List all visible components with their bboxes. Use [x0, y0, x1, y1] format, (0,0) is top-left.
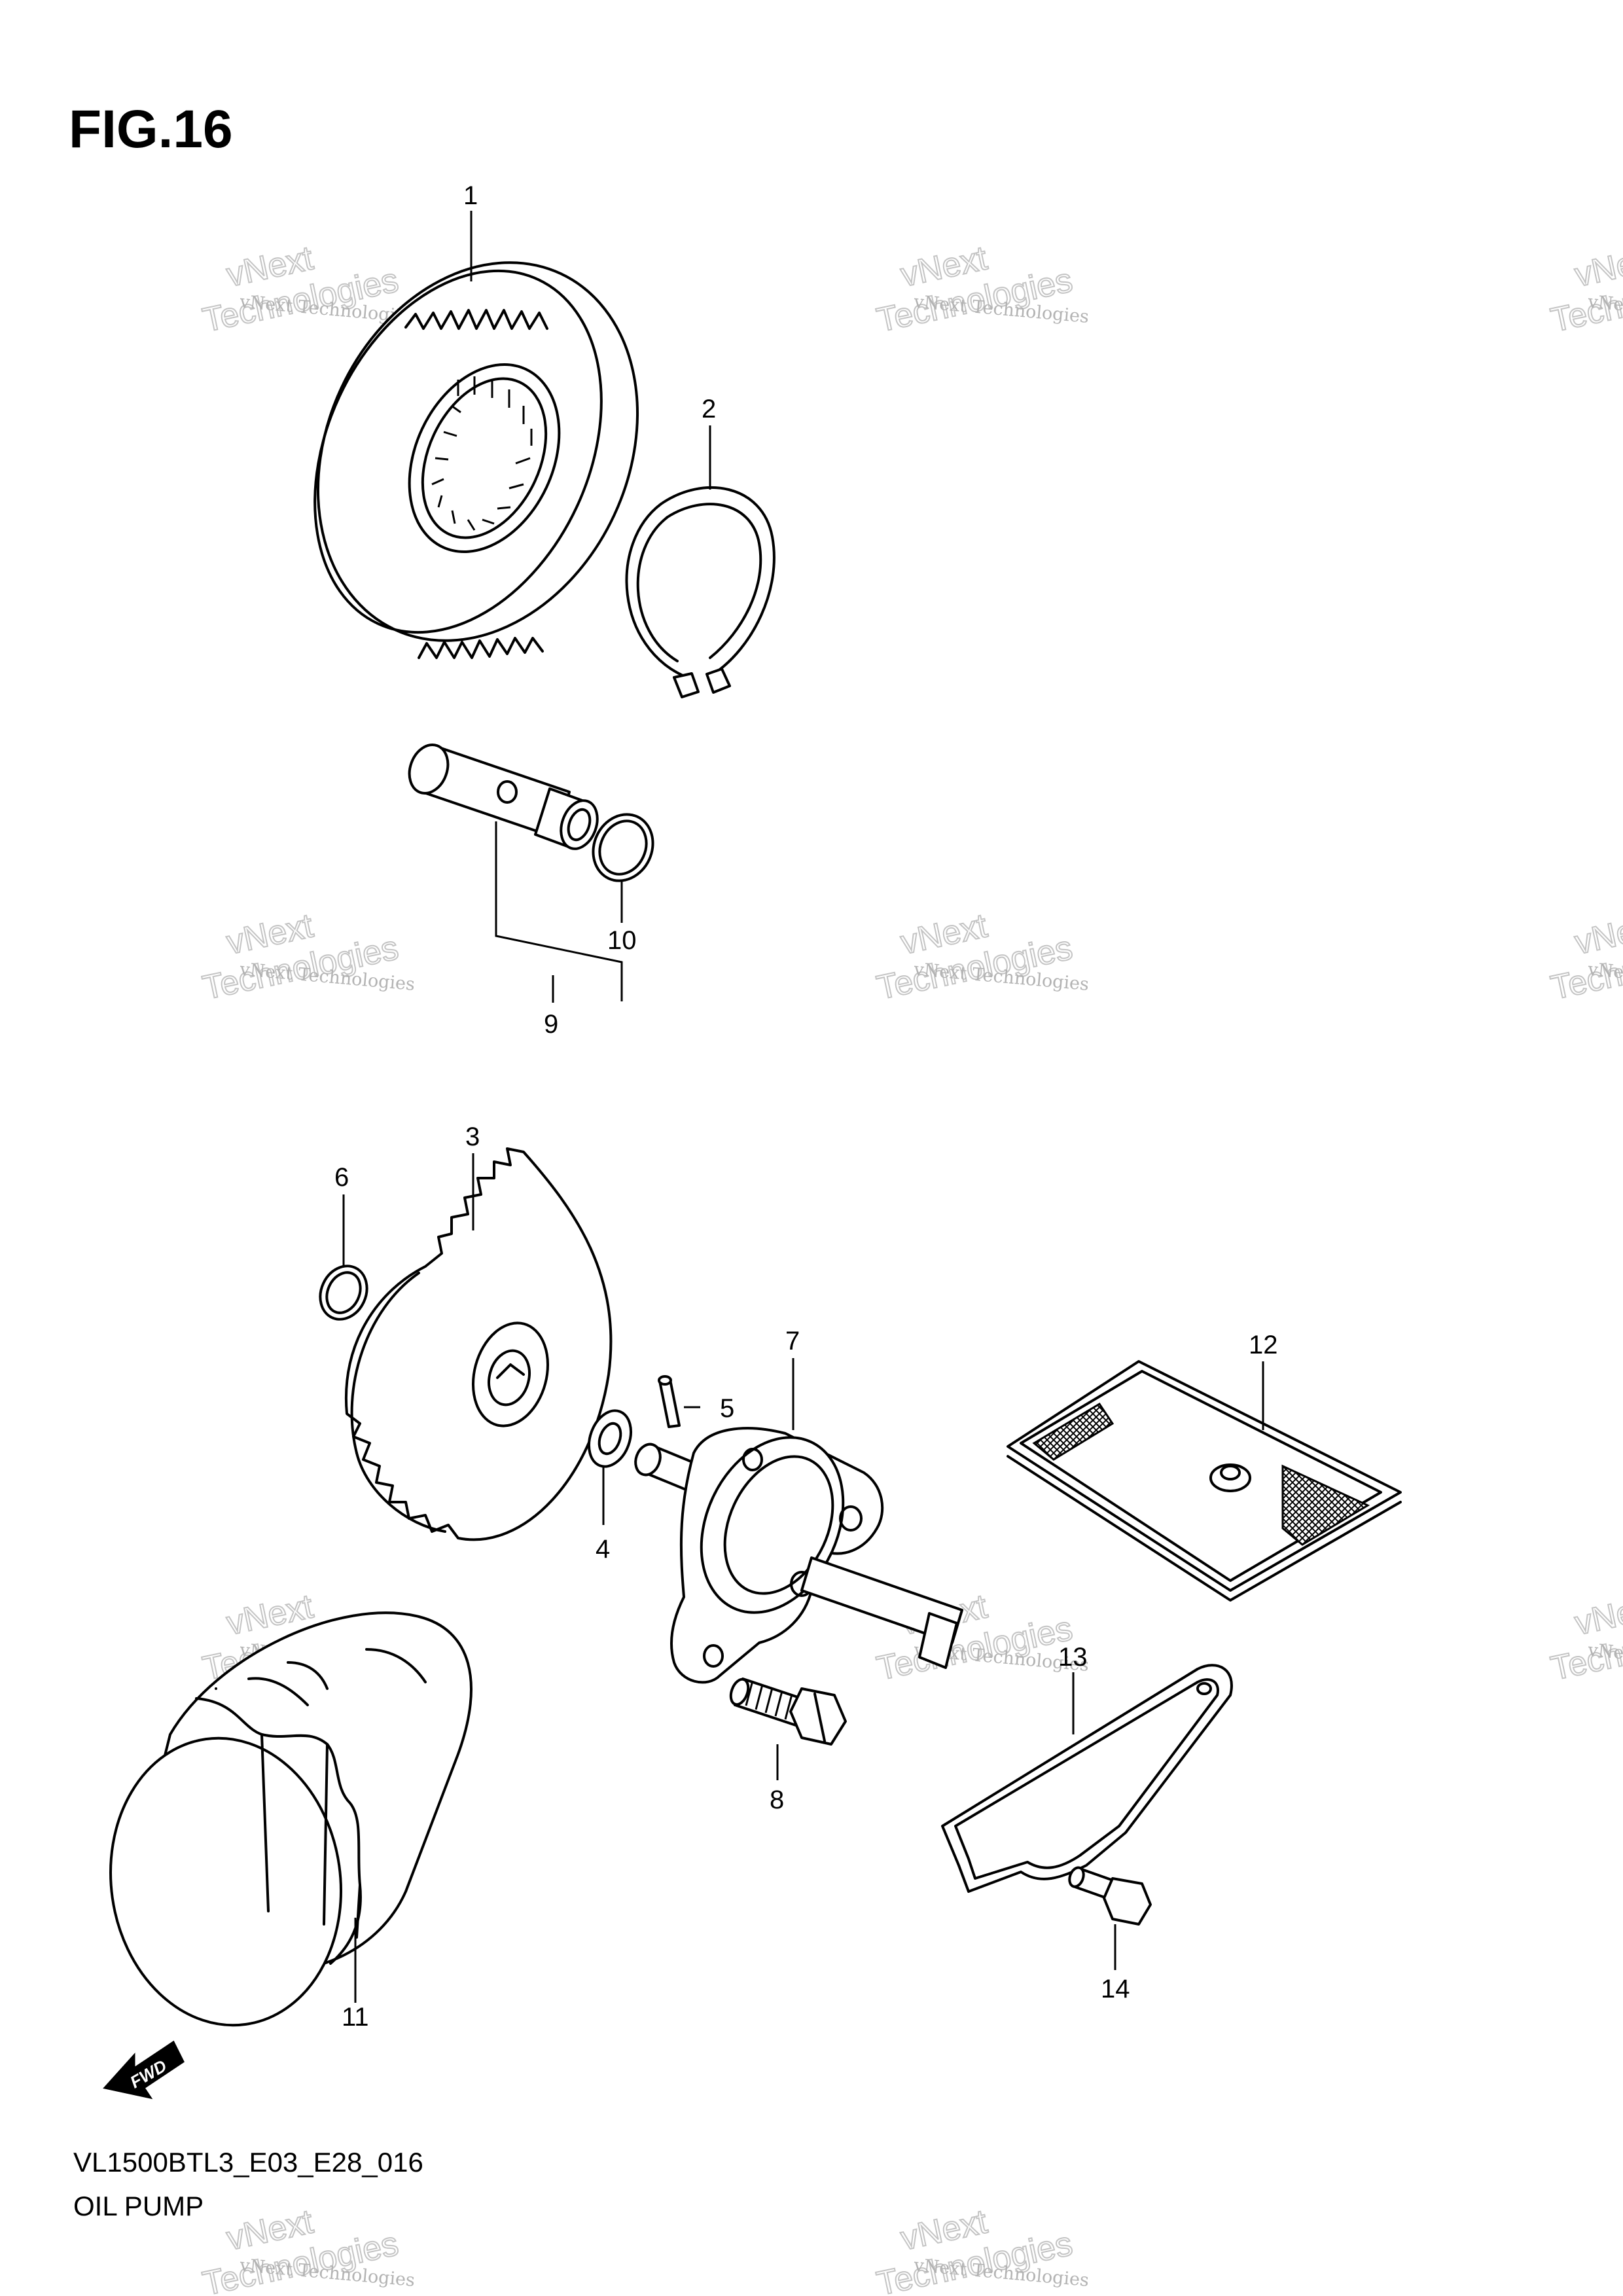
- part-12-strainer: [1007, 1360, 1402, 1602]
- callout-3: 3: [465, 1122, 480, 1151]
- fwd-arrow-icon: FWD: [103, 2040, 185, 2100]
- callouts: 1 2 3 4 5 6 7 8 9 10 11 12 13 14: [334, 181, 1278, 2032]
- callout-14: 14: [1101, 1975, 1130, 2003]
- part-3-gear: [344, 1147, 613, 1541]
- watermark-big-line-1: vNext: [1571, 906, 1623, 961]
- model-code: VL1500BTL3_E03_E28_016: [73, 2147, 423, 2178]
- callout-13: 13: [1058, 1643, 1088, 1672]
- callout-6: 6: [334, 1163, 349, 1192]
- callout-11: 11: [342, 2003, 369, 2032]
- part-13-gasket: [941, 1664, 1233, 1893]
- callout-4: 4: [596, 1535, 610, 1564]
- part-6-circlip: [319, 1265, 368, 1321]
- callout-10: 10: [607, 926, 637, 955]
- watermark-big-line-1: vNext: [1571, 239, 1623, 294]
- callout-8: 8: [770, 1785, 784, 1814]
- callout-9: 9: [544, 1010, 558, 1039]
- part-2-circlip: [625, 486, 776, 698]
- part-8-bolt: [729, 1677, 847, 1746]
- part-1-gear: [313, 261, 639, 659]
- leader-lines: [342, 211, 1264, 2003]
- part-11-oil-filter: [109, 1611, 473, 2027]
- callout-7: 7: [785, 1327, 800, 1355]
- part-7-oil-pump: [634, 1427, 963, 1684]
- part-9-shaft: [408, 744, 599, 850]
- watermark-big-line-1: vNext: [1571, 1587, 1623, 1642]
- figure-title: FIG.16: [69, 99, 233, 159]
- part-14-bolt: [1068, 1866, 1152, 1926]
- callout-2: 2: [702, 395, 716, 423]
- part-5-pin: [658, 1375, 681, 1428]
- part-10-o-ring: [592, 813, 654, 882]
- part-4-washer: [588, 1409, 632, 1468]
- section-title: OIL PUMP: [73, 2191, 204, 2221]
- callout-1: 1: [463, 181, 478, 210]
- callout-5: 5: [720, 1394, 734, 1423]
- callout-12: 12: [1249, 1331, 1278, 1359]
